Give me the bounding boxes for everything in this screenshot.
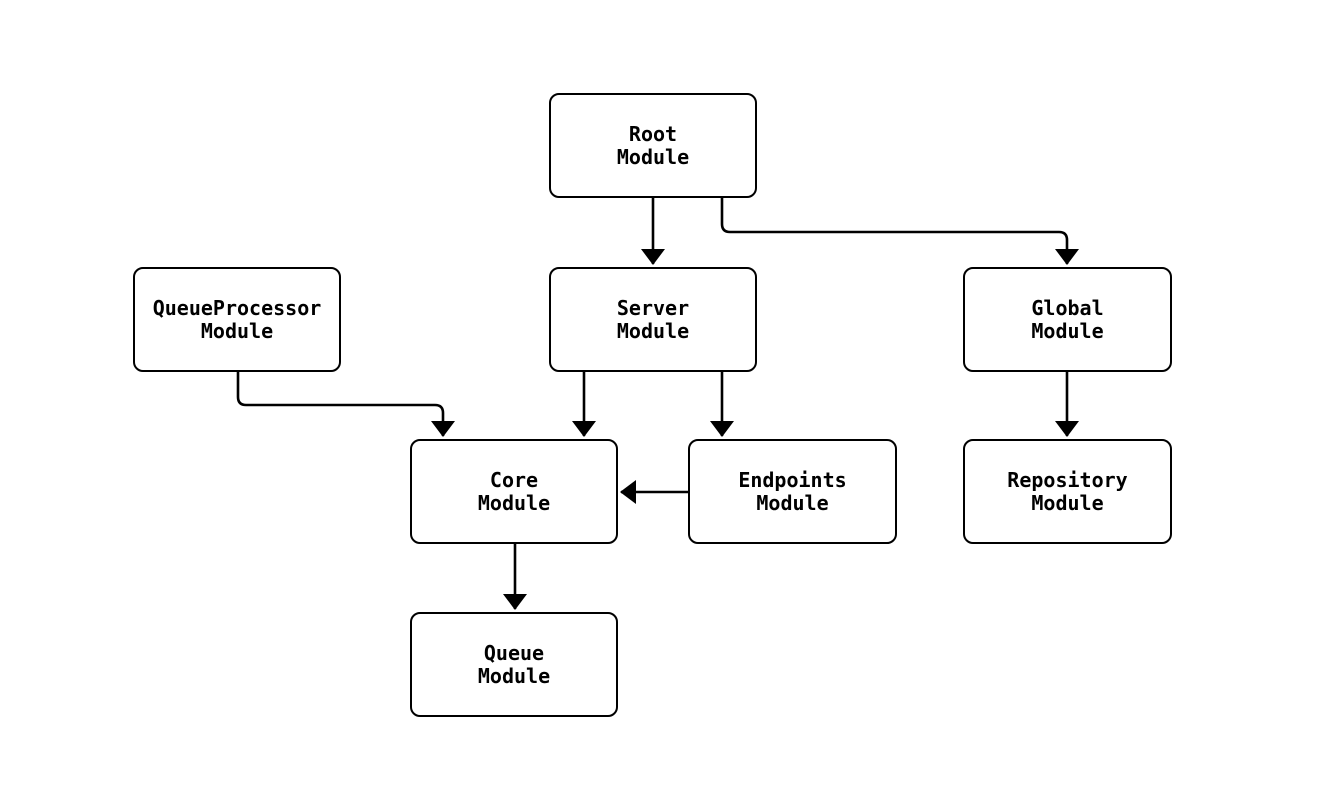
node-core-module: Core Module bbox=[410, 439, 618, 544]
node-label-line: QueueProcessor bbox=[152, 295, 322, 320]
node-label-line: Repository bbox=[1007, 467, 1128, 492]
node-label-line: Module bbox=[616, 318, 690, 343]
edge-queueprocessor-to-core bbox=[236, 372, 455, 437]
node-label-line: Global bbox=[1031, 295, 1104, 320]
node-label-line: Module bbox=[477, 663, 551, 688]
node-global-module: Global Module bbox=[963, 267, 1172, 372]
node-label-line: Endpoints bbox=[738, 467, 847, 492]
node-label-line: Module bbox=[616, 144, 690, 169]
node-label-line: Module bbox=[1031, 318, 1104, 343]
node-label-line: Module bbox=[200, 318, 274, 343]
node-label-line: Server bbox=[616, 295, 690, 320]
node-label-line: Core bbox=[489, 467, 539, 492]
node-queue-module: Queue Module bbox=[410, 612, 618, 717]
node-label-line: Module bbox=[756, 490, 829, 515]
node-label-line: Module bbox=[477, 490, 551, 515]
edge-root-to-global bbox=[720, 197, 1079, 265]
node-label-line: Module bbox=[1031, 490, 1104, 515]
node-server-module: Server Module bbox=[549, 267, 757, 372]
node-queueprocessor-module: QueueProcessor Module bbox=[133, 267, 341, 372]
node-label-line: Queue bbox=[483, 640, 545, 665]
node-label-line: Root bbox=[628, 121, 678, 146]
node-root-module: Root Module bbox=[549, 93, 757, 198]
node-endpoints-module: Endpoints Module bbox=[688, 439, 897, 544]
node-repository-module: Repository Module bbox=[963, 439, 1172, 544]
